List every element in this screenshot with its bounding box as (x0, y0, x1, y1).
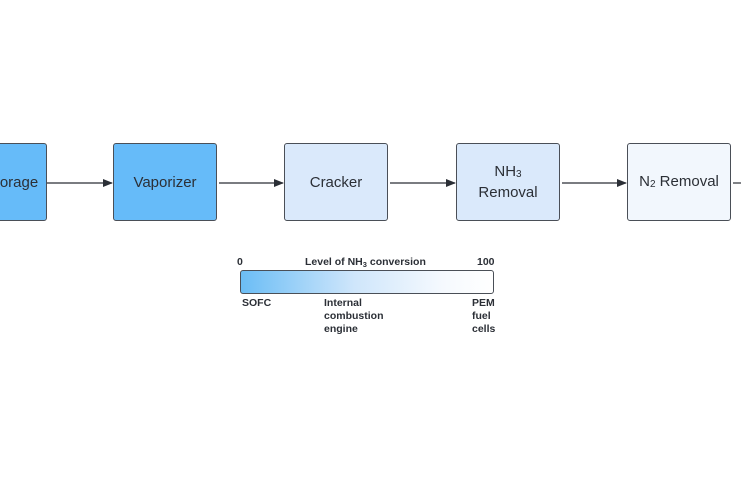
conversion-gradient-bar (240, 270, 494, 294)
legend-title-prefix: Level of NH (305, 256, 363, 268)
legend-max-label: 100 (477, 256, 495, 268)
legend-middle-line: Internal (324, 297, 362, 309)
n2-removal-label-sub: 2 (649, 178, 656, 190)
cracker-label: Cracker (309, 173, 363, 191)
legend-middle-label: Internal combustion engine (324, 297, 384, 336)
storage-node: orage (0, 143, 47, 221)
n2-removal-node: N2 Removal (627, 143, 731, 221)
legend-left-label: SOFC (242, 297, 272, 309)
n2-removal-label-rest: Removal (655, 172, 719, 190)
vaporizer-node: Vaporizer (113, 143, 217, 221)
storage-label: orage (0, 173, 39, 191)
legend-middle-line: engine (324, 323, 358, 335)
nh3-removal-label-sub: 3 (516, 169, 522, 180)
nh3-removal-label-main: NH (494, 163, 517, 180)
legend-title-sub: 3 (362, 260, 367, 269)
nh3-removal-node: NH3 Removal (456, 143, 560, 221)
legend-title: Level of NH3 conversion (305, 256, 426, 269)
nh3-removal-label: NH3 Removal (478, 162, 537, 202)
legend-right-label: PEM fuel cells (472, 297, 495, 336)
vaporizer-label: Vaporizer (133, 173, 197, 191)
legend-right-line: cells (472, 323, 496, 335)
legend-middle-line: combustion (324, 310, 384, 322)
n2-removal-label: N2 Removal (639, 172, 719, 193)
n2-removal-label-main: N (639, 172, 650, 190)
legend-right-line: PEM (472, 297, 495, 309)
legend-min-label: 0 (237, 256, 243, 268)
cracker-node: Cracker (284, 143, 388, 221)
legend-right-line: fuel (472, 310, 491, 322)
legend-title-suffix: conversion (366, 256, 426, 268)
nh3-removal-label-line2: Removal (478, 184, 538, 201)
